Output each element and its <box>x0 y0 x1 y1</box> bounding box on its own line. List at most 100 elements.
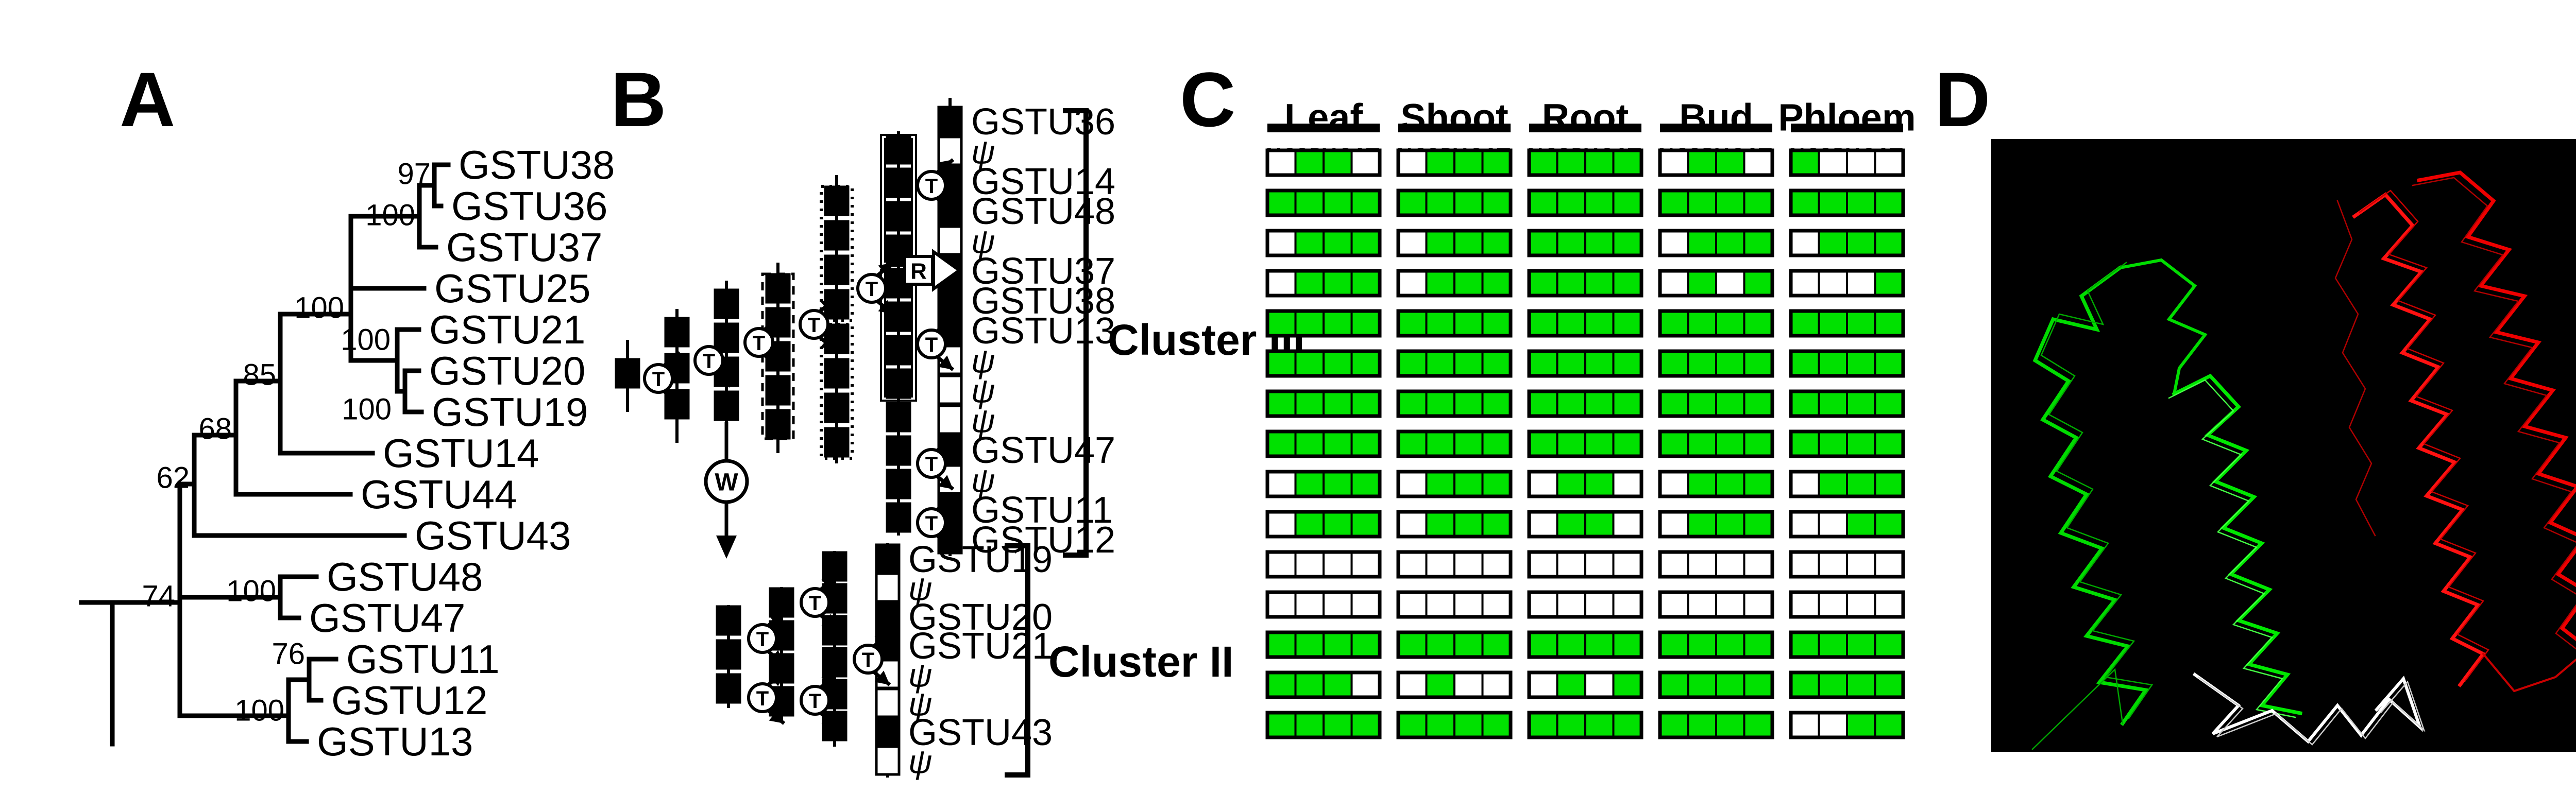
gene-box <box>937 106 963 136</box>
expression-block-border <box>1396 550 1513 579</box>
expression-cell <box>1687 189 1717 216</box>
expression-cell <box>1323 591 1353 618</box>
expression-cell <box>1715 551 1745 578</box>
gene-box <box>824 220 850 251</box>
expression-cell <box>1846 551 1876 578</box>
expression-cell <box>1425 471 1455 497</box>
expression-cell <box>1715 230 1745 256</box>
expression-cell <box>1659 551 1689 578</box>
expression-cell <box>1584 471 1615 497</box>
arrowhead <box>769 613 784 627</box>
gene-box <box>886 301 911 332</box>
expression-cell <box>1612 390 1642 417</box>
expression-cell <box>1790 149 1820 176</box>
arrowhead <box>821 577 837 591</box>
expression-cell <box>1790 551 1820 578</box>
expression-cell <box>1397 631 1428 658</box>
expression-block-border <box>1265 590 1382 619</box>
expression-cell <box>1350 189 1381 216</box>
tree-leaf-label: GSTU25 <box>434 266 590 311</box>
expression-block-border <box>1789 148 1905 177</box>
expression-block-border <box>1658 670 1774 699</box>
expression-cell <box>1323 511 1353 538</box>
expression-cell <box>1323 310 1353 337</box>
expression-cell <box>1556 390 1586 417</box>
bootstrap-value: 100 <box>234 694 284 728</box>
expression-cell <box>1425 270 1455 297</box>
double-group-outline <box>884 138 913 263</box>
expression-cell <box>1528 350 1558 377</box>
expression-cell <box>1715 511 1745 538</box>
panel-d-label: D <box>1935 56 1990 143</box>
t-letter: T <box>925 453 938 476</box>
expression-cell <box>1556 631 1586 658</box>
expression-cell <box>1556 551 1586 578</box>
expression-cell <box>1481 671 1512 698</box>
t-circle-icon <box>799 309 829 340</box>
expression-cell <box>1612 471 1642 497</box>
expression-cell <box>1556 189 1586 216</box>
expression-cell <box>1874 471 1904 497</box>
expression-cell <box>1481 551 1512 578</box>
expression-cell <box>1294 230 1325 256</box>
pseudogene-box <box>875 745 901 776</box>
t-letter: T <box>809 690 821 713</box>
t-letter: T <box>925 175 938 198</box>
gene-box <box>886 368 911 399</box>
expression-cell <box>1846 631 1876 658</box>
expression-cell <box>1612 671 1642 698</box>
recombination-arrow <box>932 249 962 292</box>
protein-trace <box>2118 258 2208 396</box>
expression-block-border <box>1527 670 1643 699</box>
panel-b-label: B <box>611 56 666 143</box>
expression-cell <box>1556 350 1586 377</box>
expression-cell <box>1659 350 1689 377</box>
panel-c-label: C <box>1180 56 1235 143</box>
gene-label: GSTU11 <box>971 490 1113 531</box>
bootstrap-value: 97 <box>397 158 431 191</box>
protein-trace <box>2334 200 2376 537</box>
expression-cell <box>1556 310 1586 337</box>
gene-box <box>765 409 791 440</box>
expression-cell <box>1453 511 1484 538</box>
expression-cell <box>1715 430 1745 457</box>
t-circle-icon <box>743 327 774 358</box>
expression-cell <box>1481 712 1512 738</box>
expression-block-border <box>1789 269 1905 298</box>
tissue-header: Leaf <box>1284 96 1363 139</box>
expression-cell <box>1874 551 1904 578</box>
tissue-underline <box>1267 124 1380 132</box>
psi-label: ψ <box>908 657 933 694</box>
protein-trace <box>2031 668 2124 750</box>
psi-label: ψ <box>908 743 933 780</box>
expression-block-border <box>1527 429 1643 458</box>
t-letter: T <box>652 368 665 391</box>
bootstrap-value: 100 <box>294 291 344 325</box>
expression-cell <box>1659 671 1689 698</box>
expression-block-border <box>1396 470 1513 498</box>
t-circle-icon <box>643 363 674 394</box>
t-letter: T <box>756 628 769 651</box>
expression-cell <box>1790 631 1820 658</box>
expression-block-border <box>1527 630 1643 659</box>
expression-cell <box>1743 671 1773 698</box>
expression-block-border <box>1527 711 1643 739</box>
protein-trace <box>2198 677 2426 746</box>
protein-trace <box>2352 192 2486 687</box>
expression-cell <box>1350 471 1381 497</box>
t-circle-icon <box>693 345 724 376</box>
expression-cell <box>1715 350 1745 377</box>
expression-cell <box>1790 390 1820 417</box>
expression-cell <box>1425 310 1455 337</box>
expression-cell <box>1743 591 1773 618</box>
expression-cell <box>1266 631 1297 658</box>
expression-block-border <box>1265 510 1382 539</box>
expression-cell <box>1584 551 1615 578</box>
expression-block-border <box>1658 349 1774 378</box>
expression-cell <box>1266 149 1297 176</box>
protein-trace <box>2412 177 2576 650</box>
expression-cell <box>1874 712 1904 738</box>
gene-label: GSTU47 <box>971 430 1115 471</box>
expression-cell <box>1350 390 1381 417</box>
arrowhead <box>769 650 784 664</box>
